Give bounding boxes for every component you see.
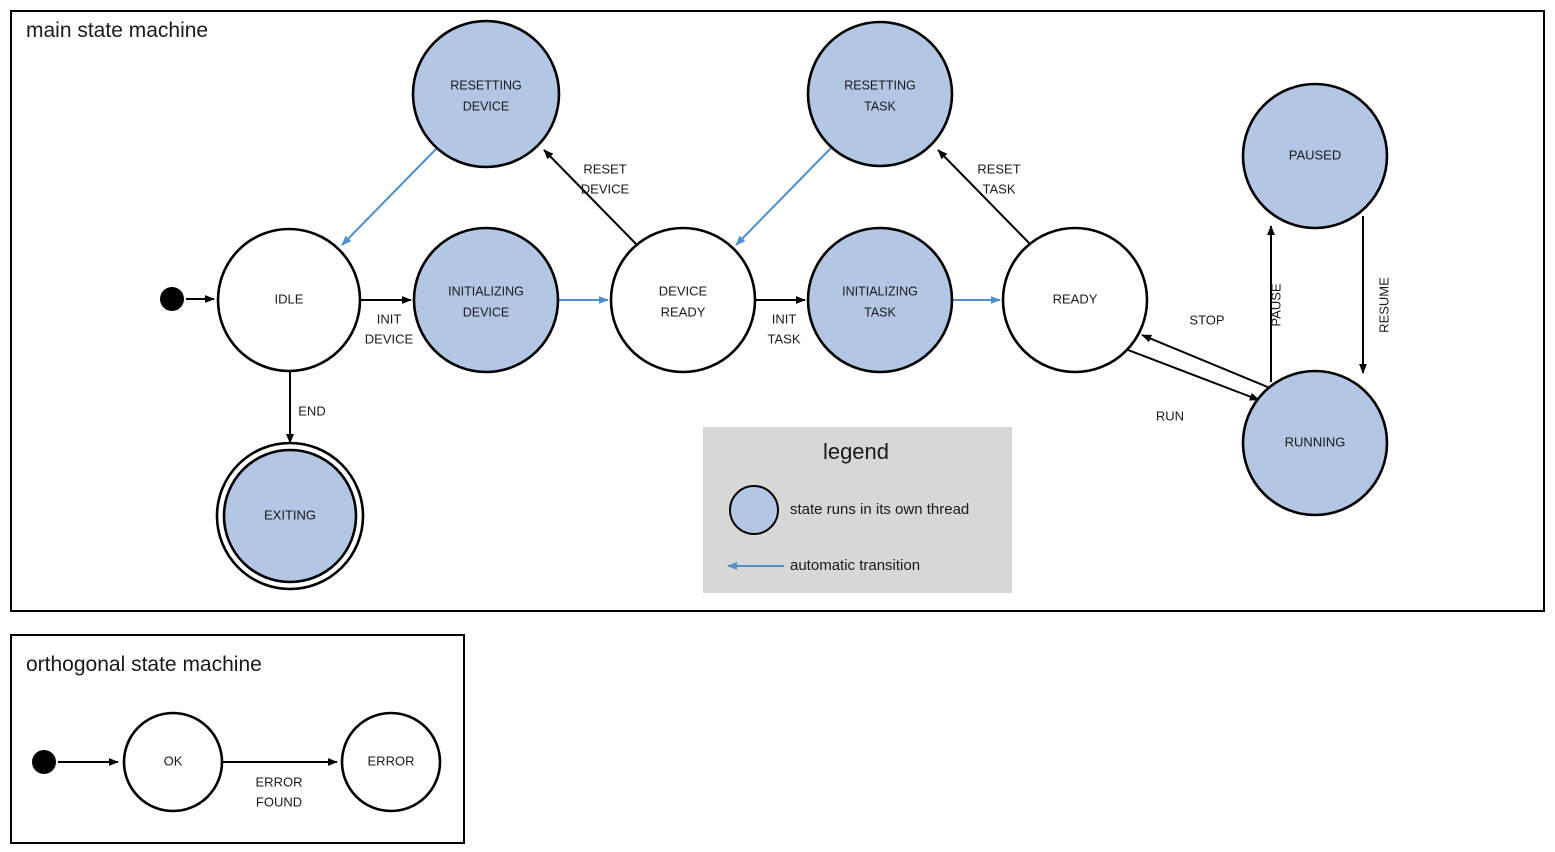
edge-resetting-device-to-idle xyxy=(341,147,438,246)
state-device-ready[interactable]: DEVICE READY xyxy=(609,226,757,374)
edge-label-reset-task-line1: RESET xyxy=(977,161,1020,176)
orthogonal-states-layer: OK ERROR xyxy=(32,711,442,813)
state-resetting-task[interactable]: RESETTING TASK xyxy=(806,20,954,168)
edge-ready-to-resetting-task xyxy=(937,149,1032,246)
state-running-label: RUNNING xyxy=(1285,434,1346,449)
state-idle-label: IDLE xyxy=(275,291,304,306)
edge-resetting-task-to-device-ready xyxy=(735,147,832,246)
state-resetting-device-label-line2: DEVICE xyxy=(463,99,510,113)
state-resetting-device-circle[interactable] xyxy=(411,19,561,169)
state-error[interactable]: ERROR xyxy=(340,711,442,813)
edge-label-run: RUN xyxy=(1156,408,1184,423)
edge-label-end: END xyxy=(298,403,325,418)
state-device-ready-label-line2: READY xyxy=(661,304,706,319)
state-initializing-task-label-line2: TASK xyxy=(864,305,896,319)
legend-thread-state-text: state runs in its own thread xyxy=(790,501,969,518)
edge-device-ready-to-resetting-device xyxy=(543,149,638,246)
edge-ready-to-running xyxy=(1127,349,1260,401)
edge-label-reset-device-line2: DEVICE xyxy=(581,181,630,196)
state-ok-label: OK xyxy=(164,753,183,768)
state-paused-circle[interactable] xyxy=(1241,82,1389,230)
states-layer: IDLE INITIALIZING DEVICE RESETTING DEVIC… xyxy=(160,19,1389,591)
state-paused-label: PAUSED xyxy=(1289,147,1342,162)
state-ready[interactable]: READY xyxy=(1001,226,1149,374)
edge-running-to-ready xyxy=(1141,334,1271,389)
state-running[interactable]: RUNNING xyxy=(1241,369,1389,517)
initial-pseudostate-orthogonal xyxy=(32,750,56,774)
state-exiting-label: EXITING xyxy=(264,507,316,522)
state-device-ready-label-line1: DEVICE xyxy=(659,283,708,298)
state-exiting[interactable]: EXITING xyxy=(215,441,365,591)
legend-automatic-transition-text: automatic transition xyxy=(790,557,920,574)
edge-label-init-device-line2: DEVICE xyxy=(365,331,414,346)
state-initializing-device[interactable]: INITIALIZING DEVICE xyxy=(412,226,560,374)
state-idle-circle[interactable] xyxy=(216,227,362,373)
state-resetting-task-label-line2: TASK xyxy=(864,99,896,113)
state-exiting-circle[interactable] xyxy=(222,448,358,584)
state-initializing-device-circle[interactable] xyxy=(412,226,560,374)
state-resetting-device[interactable]: RESETTING DEVICE xyxy=(411,19,561,169)
orthogonal-state-machine-title: orthogonal state machine xyxy=(26,653,262,676)
edge-label-init-task-line2: TASK xyxy=(768,331,801,346)
edge-label-init-task-line1: INIT xyxy=(772,311,797,326)
initial-pseudostate-main xyxy=(160,287,184,311)
state-initializing-task-label-line1: INITIALIZING xyxy=(842,284,918,298)
edge-label-error-found-line2: FOUND xyxy=(256,794,302,809)
transition-labels-layer: INIT DEVICE INIT TASK RESET DEVICE RESET… xyxy=(298,161,1391,423)
state-initializing-task-circle[interactable] xyxy=(806,226,954,374)
state-initializing-device-label-line2: DEVICE xyxy=(463,305,510,319)
state-ok[interactable]: OK xyxy=(122,711,224,813)
edge-label-resume: RESUME xyxy=(1376,277,1391,333)
state-ready-circle[interactable] xyxy=(1001,226,1149,374)
main-state-machine-title: main state machine xyxy=(26,19,208,42)
state-device-ready-circle[interactable] xyxy=(609,226,757,374)
edge-label-reset-task-line2: TASK xyxy=(983,181,1016,196)
orthogonal-transition-labels-layer: ERROR FOUND xyxy=(256,774,303,809)
transitions-layer xyxy=(186,147,1367,444)
edge-label-error-found-line1: ERROR xyxy=(256,774,303,789)
state-error-label: ERROR xyxy=(368,753,415,768)
state-resetting-device-label-line1: RESETTING xyxy=(450,78,522,92)
state-resetting-task-label-line1: RESETTING xyxy=(844,78,916,92)
edge-label-pause: PAUSE xyxy=(1268,283,1283,326)
legend: legend state runs in its own thread auto… xyxy=(703,427,1012,593)
state-paused[interactable]: PAUSED xyxy=(1241,82,1389,230)
edge-label-init-device-line1: INIT xyxy=(377,311,402,326)
state-running-circle[interactable] xyxy=(1241,369,1389,517)
legend-title: legend xyxy=(823,439,889,464)
edge-label-stop: STOP xyxy=(1189,312,1224,327)
state-ready-label: READY xyxy=(1053,291,1098,306)
state-resetting-task-circle[interactable] xyxy=(806,20,954,168)
state-idle[interactable]: IDLE xyxy=(216,227,362,373)
state-ok-circle[interactable] xyxy=(122,711,224,813)
state-error-circle[interactable] xyxy=(340,711,442,813)
state-initializing-task[interactable]: INITIALIZING TASK xyxy=(806,226,954,374)
edge-label-reset-device-line1: RESET xyxy=(583,161,626,176)
legend-thread-state-swatch-icon xyxy=(729,485,779,535)
state-initializing-device-label-line1: INITIALIZING xyxy=(448,284,524,298)
